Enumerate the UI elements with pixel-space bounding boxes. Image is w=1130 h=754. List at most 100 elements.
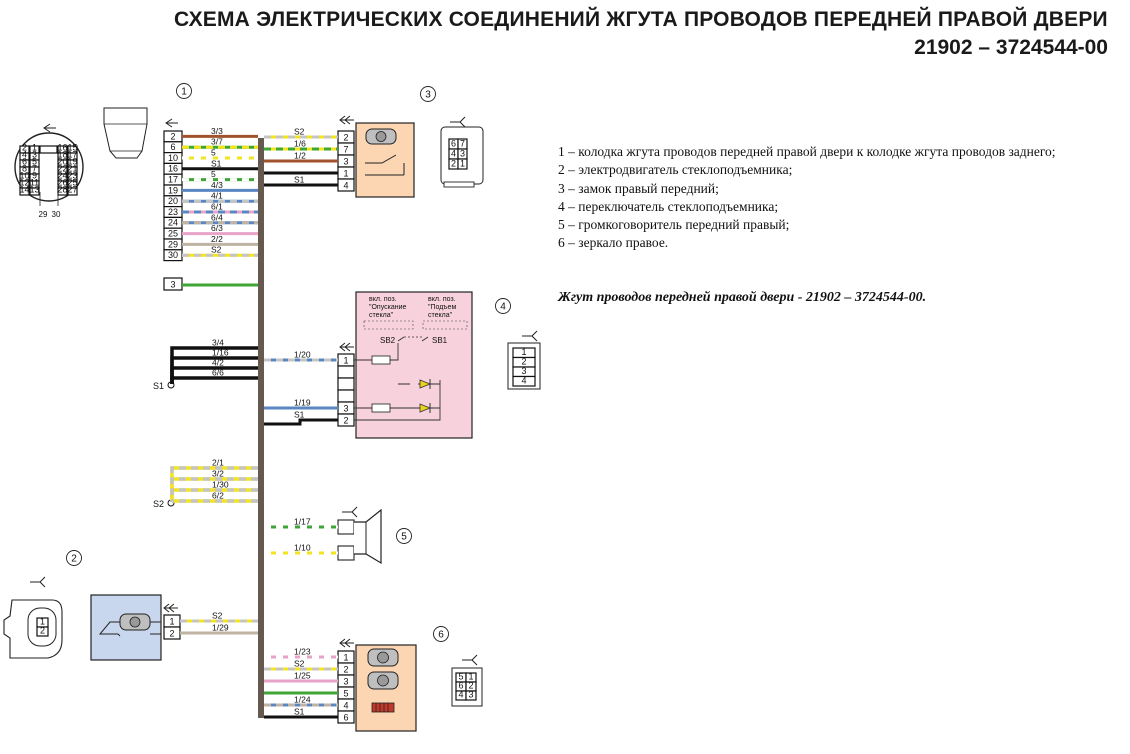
- pin-number: 3: [343, 157, 348, 167]
- splice-s1-label: S1: [153, 381, 164, 391]
- wire-label: 2/1: [212, 458, 224, 468]
- switch-resistor-icon: [371, 355, 391, 365]
- switch-position-frame: [363, 320, 414, 330]
- pin-number: 7: [32, 164, 37, 174]
- pin-number: 7: [460, 139, 465, 149]
- pin-number: 9: [32, 171, 37, 181]
- pin-number: 2: [40, 626, 45, 636]
- wire-label: S2: [294, 659, 305, 669]
- pin-number: 6: [170, 142, 175, 152]
- pin-number: 6: [451, 139, 456, 149]
- switch-position-frame: [422, 320, 468, 330]
- wire-label: S1: [294, 175, 305, 185]
- wire-label: 4/2: [212, 358, 224, 368]
- component-2-marker-text: 2: [71, 554, 77, 565]
- pin-number: 13: [29, 185, 39, 195]
- connector-1-face-arrow-icon: [43, 123, 56, 133]
- pin-number: 1: [343, 169, 348, 179]
- wire-label: S1: [211, 158, 222, 168]
- pin-number: 3: [521, 366, 526, 376]
- pin-number: 23: [67, 171, 77, 181]
- pin-number: 3: [343, 404, 348, 414]
- pin-number: 25: [168, 229, 178, 239]
- connector-2-arrow-icon: [163, 603, 178, 613]
- component-4-marker: [495, 298, 511, 314]
- pin-number: 2: [343, 133, 348, 143]
- harness-part-number: 21902 – 3724544-00: [914, 36, 1108, 59]
- pin-number: 30: [168, 250, 178, 260]
- pin-number: 1: [343, 356, 348, 366]
- connector-4-pin: [337, 389, 355, 403]
- pin-number: 27: [67, 185, 77, 195]
- legend: 1 – колодка жгута проводов передней прав…: [558, 143, 1056, 253]
- face-pin: [457, 158, 468, 170]
- pin-number: 19: [67, 157, 77, 167]
- pin-number: 22: [57, 164, 67, 174]
- wire-label: 1/6: [294, 139, 306, 149]
- pin-number: 16: [57, 143, 67, 153]
- face-pin-number: 30: [52, 210, 61, 219]
- wire-label: 4/3: [211, 180, 223, 190]
- wire-label: S2: [212, 611, 223, 621]
- pin-number: 24: [168, 218, 178, 228]
- mirror-motor-rotor-icon: [377, 674, 389, 687]
- lock-motor-rotor-icon: [375, 131, 387, 142]
- connector-4-wire: [264, 418, 338, 426]
- connector-4-arrow-icon: [339, 342, 354, 352]
- pin-number: 23: [168, 207, 178, 217]
- wire-label: 6/2: [212, 491, 224, 501]
- component-3-marker-text: 3: [425, 90, 431, 101]
- speaker-plug-mark-icon: [342, 506, 358, 518]
- wire-label: 5: [211, 148, 216, 158]
- wire-label: 3/7: [211, 137, 223, 147]
- wire-label: 5: [211, 169, 216, 179]
- pin-number: 10: [19, 171, 29, 181]
- mirror-motor-rotor-icon: [377, 651, 389, 664]
- switch-led-icon: [419, 379, 432, 389]
- face-pin: [465, 690, 477, 701]
- legend-item: 4 – переключатель стеклоподъемника;: [558, 198, 779, 214]
- wire-label: 1/10: [294, 543, 311, 553]
- pin-number: 16: [168, 164, 178, 174]
- lock-switch-icon: [365, 154, 405, 176]
- wire-label: 1/19: [294, 398, 311, 408]
- pin-number: 12: [19, 178, 29, 188]
- pin-number: 6: [343, 713, 348, 723]
- face-pin: [67, 187, 78, 196]
- wire-label: 1/20: [294, 350, 311, 360]
- pin-number: 3: [32, 150, 37, 160]
- plug-housing-icon: [103, 107, 148, 159]
- switch-position-down-text: вкл. поз.: [369, 296, 397, 303]
- wire-label: 4/1: [211, 191, 223, 201]
- pin-number: 2: [468, 681, 473, 691]
- pin-number: 2: [22, 143, 27, 153]
- pin-number: 5: [32, 157, 37, 167]
- component-6-marker: [433, 626, 449, 642]
- pin-number: 8: [22, 164, 27, 174]
- pin-number: 4: [458, 690, 463, 700]
- pin-number: 1: [468, 672, 473, 682]
- connector-3-arrow-icon: [339, 115, 354, 125]
- wire-label: 1/24: [294, 695, 311, 705]
- wire-label: 1/29: [212, 623, 229, 633]
- pin-number: 29: [168, 239, 178, 249]
- wire-label: 1/2: [294, 151, 306, 161]
- legend-item: 5 – громкоговоритель передний правый;: [558, 217, 790, 233]
- wire-label: 2/2: [211, 234, 223, 244]
- pin-number: 4: [343, 701, 348, 711]
- pin-number: 6: [458, 681, 463, 691]
- component-5-marker-text: 5: [401, 532, 407, 543]
- window-motor-rotor-icon: [129, 616, 141, 628]
- splice-s1-wire: [170, 376, 258, 384]
- splice-s2-wire-stripe: [170, 488, 258, 502]
- wire-label: 1/23: [294, 647, 311, 657]
- splice-s2-wire-stripe: [170, 499, 258, 503]
- component-3-marker: [420, 86, 436, 102]
- component-1-marker: [176, 83, 192, 99]
- face-pin: [36, 626, 49, 637]
- pin-number: 4: [343, 181, 348, 191]
- wire-label: 1/25: [294, 671, 311, 681]
- face-pin: [19, 187, 30, 196]
- speaker-terminal: [337, 519, 355, 535]
- pin-number: 3: [170, 280, 175, 290]
